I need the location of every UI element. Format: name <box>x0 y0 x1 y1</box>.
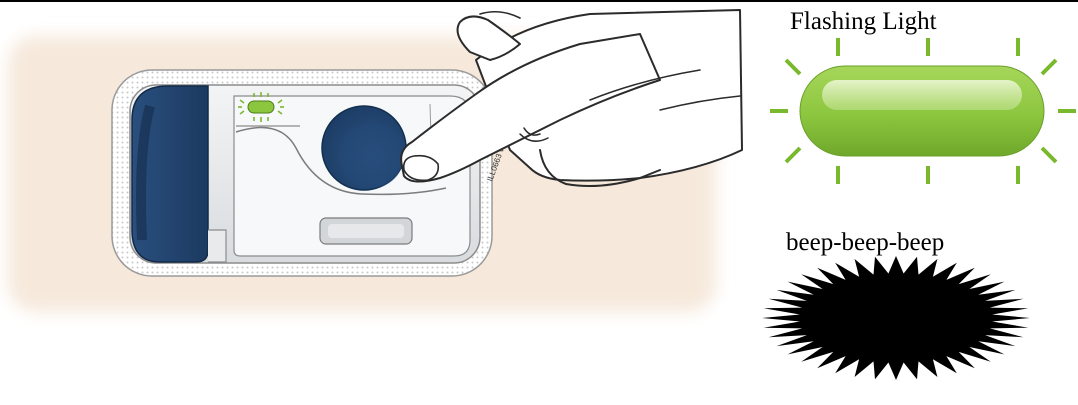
hand-thumb-line <box>480 12 520 18</box>
beep-burst-shape <box>762 256 1030 380</box>
device-indicator-light <box>248 101 274 113</box>
beep-burst <box>762 256 1030 380</box>
light-pill-shine <box>822 80 1022 110</box>
beep-label: beep-beep-beep <box>786 229 944 257</box>
device-slot-inner <box>328 224 404 238</box>
flashing-light-graphic <box>770 38 1076 184</box>
light-pill <box>800 66 1044 156</box>
device-button-inner <box>340 124 404 188</box>
flashing-light-label: Flashing Light <box>790 8 937 36</box>
hand-fingernail <box>404 156 439 181</box>
device-cap-notch <box>208 230 226 262</box>
